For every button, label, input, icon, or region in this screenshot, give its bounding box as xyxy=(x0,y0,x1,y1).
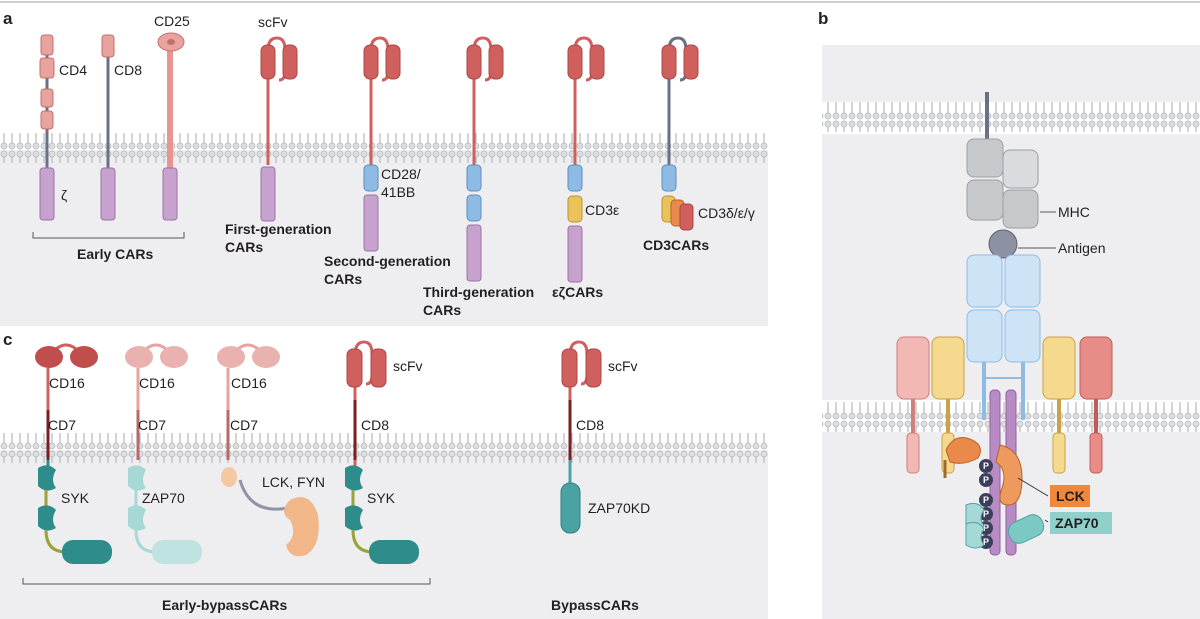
membrane-b-apc xyxy=(822,102,1200,132)
p-label: P xyxy=(983,537,989,547)
p-label: P xyxy=(983,495,989,505)
zap70-label-c1: ZAP70 xyxy=(142,490,185,506)
ez-car xyxy=(567,36,605,283)
cd16-label-1: CD16 xyxy=(49,375,85,391)
cd7-label-1: CD7 xyxy=(48,417,76,433)
cd7-label-2: CD7 xyxy=(138,417,166,433)
tcr xyxy=(966,254,1041,420)
zap70-label-b: ZAP70 xyxy=(1055,515,1099,531)
cd25-label: CD25 xyxy=(154,13,190,29)
scfv-label-c2: scFv xyxy=(608,358,638,374)
cd8-label-c2: CD8 xyxy=(576,417,604,433)
scfv-label-a: scFv xyxy=(258,14,288,30)
cd8-zeta-receptor xyxy=(100,34,116,221)
early-bypass-bracket xyxy=(22,578,431,585)
zeta-label: ζ xyxy=(61,187,67,203)
lck-kinase xyxy=(943,437,1023,506)
lck-fyn-label: LCK, FYN xyxy=(262,474,325,490)
syk-label-2: SYK xyxy=(367,490,396,506)
p-label: P xyxy=(983,475,989,485)
cd28-label: CD28/ xyxy=(381,166,421,182)
first-gen-label-1: First-generation xyxy=(225,221,332,237)
cd3e-label: CD3ε xyxy=(585,202,619,218)
cd16-label-3: CD16 xyxy=(231,375,267,391)
antigen xyxy=(988,229,1018,259)
early-cars-bracket xyxy=(32,232,185,239)
panel-label-b: b xyxy=(818,9,828,28)
bypass-car xyxy=(560,340,602,534)
ez-cars-label: εζCARs xyxy=(552,284,603,300)
membrane-a xyxy=(0,133,768,163)
first-gen-label-2: CARs xyxy=(225,239,263,255)
membrane-c xyxy=(0,433,768,463)
mhc-label: MHC xyxy=(1058,204,1090,220)
second-generation-car xyxy=(363,36,401,252)
panel-label-a: a xyxy=(3,9,13,28)
lck-leader xyxy=(1017,477,1049,497)
cd3cars-label: CD3CARs xyxy=(643,237,709,253)
lck-label: LCK xyxy=(1056,488,1085,504)
third-gen-label-1: Third-generation xyxy=(423,284,534,300)
zap70-leader xyxy=(1044,519,1049,523)
bypass-label: BypassCARs xyxy=(551,597,639,613)
scfv-label-c1: scFv xyxy=(393,358,423,374)
first-generation-car xyxy=(260,36,298,222)
p-label: P xyxy=(983,509,989,519)
cd16-label-2: CD16 xyxy=(139,375,175,391)
second-gen-label-2: CARs xyxy=(324,271,362,287)
cd4-zeta-receptor xyxy=(39,34,55,221)
lck-tag xyxy=(1050,485,1090,507)
early-bypass-label: Early-bypassCARs xyxy=(162,597,287,613)
zap70-tag xyxy=(1050,512,1112,534)
cd25-zeta-receptor xyxy=(157,32,185,221)
cd8-label-c1: CD8 xyxy=(361,417,389,433)
third-gen-label-2: CARs xyxy=(423,302,461,318)
panel-b-apc xyxy=(822,45,1200,102)
mhc-complex xyxy=(966,138,1039,229)
p-label: P xyxy=(983,523,989,533)
cd3-chains xyxy=(896,336,1113,474)
cd16-zap70-car xyxy=(125,343,202,564)
third-generation-car xyxy=(466,36,504,282)
41bb-label: 41BB xyxy=(381,184,415,200)
cd16-syk-car xyxy=(35,343,112,564)
scfv-syk-car xyxy=(345,340,419,564)
cd3-car xyxy=(661,36,699,231)
early-cars-label: Early CARs xyxy=(77,246,153,262)
zap70kd-label: ZAP70KD xyxy=(588,500,650,516)
cd16-lck-fyn-car xyxy=(217,343,319,557)
panel-c-inside xyxy=(0,450,768,619)
zap70-kinase xyxy=(965,502,1045,549)
second-gen-label-1: Second-generation xyxy=(324,253,451,269)
syk-label-1: SYK xyxy=(61,490,90,506)
cd4-label: CD4 xyxy=(59,62,87,78)
antigen-label: Antigen xyxy=(1058,240,1105,256)
cd3deg-label: CD3δ/ε/γ xyxy=(698,205,755,221)
cd7-label-3: CD7 xyxy=(230,417,258,433)
panel-label-c: c xyxy=(3,330,12,349)
cd8-label-a: CD8 xyxy=(114,62,142,78)
p-label: P xyxy=(983,461,989,471)
